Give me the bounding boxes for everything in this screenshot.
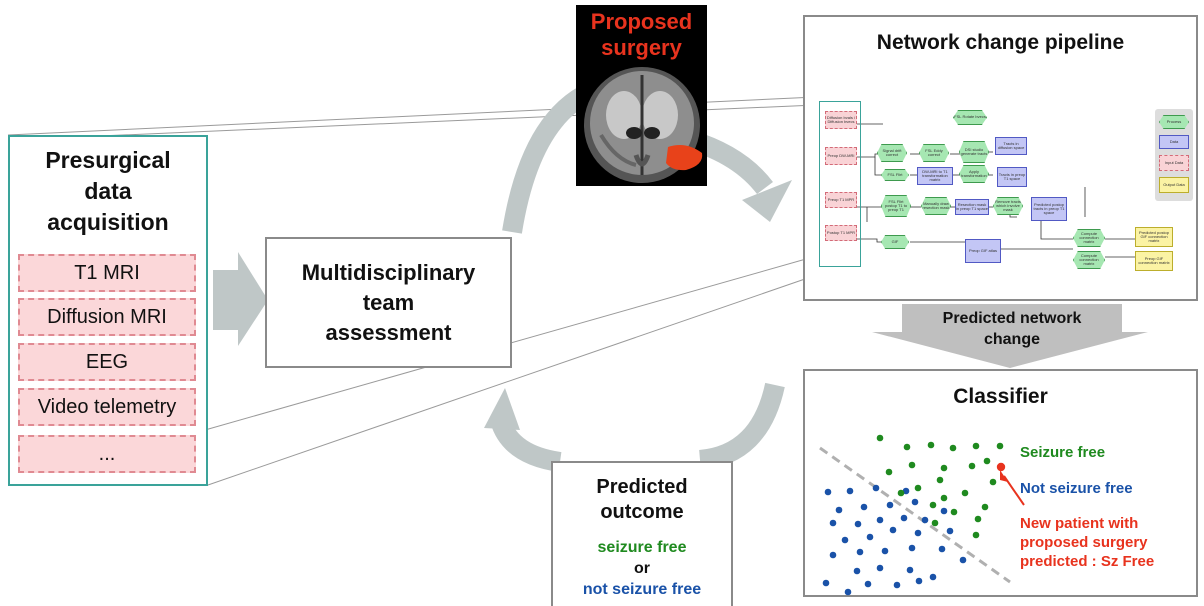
curved-arrow-bottom-right: [698, 382, 785, 470]
pipeline-data: Preop GIF atlas: [965, 239, 1001, 263]
pipeline-legend: Process Data Input Data Output Data: [1155, 109, 1193, 201]
outcome-title-line: outcome: [600, 501, 684, 523]
pipeline-process: FSL Flirt: [881, 169, 909, 181]
surgery-label: Proposed surgery: [576, 9, 707, 61]
curved-arrow-bottom-head: [484, 388, 520, 430]
pipeline-process: GIF: [881, 235, 909, 249]
legend-seizure-free: Seizure free: [1020, 444, 1106, 461]
pipeline-output: Predicted postop GIF connection matrix: [1135, 227, 1173, 247]
zoom-line: [204, 254, 821, 431]
pipeline-process: Compute connection matrix: [1073, 229, 1105, 247]
surgery-label-line: Proposed: [590, 9, 693, 34]
legend-new-patient-line: New patient with: [1020, 515, 1139, 532]
network-change-label-line: change: [983, 331, 1040, 348]
input-item-eeg: EEG: [18, 343, 196, 381]
pipeline-process: Remove tracts which involve mask: [993, 197, 1023, 215]
legend-output: Output Data: [1159, 177, 1189, 193]
input-item-t1-mri: T1 MRI: [18, 254, 196, 292]
pipeline-input: Diffusion bvals / Diffusion bvecs: [825, 111, 857, 129]
right-arrow: [213, 252, 268, 346]
pipeline-box: Network change pipeline Diffusion bvals …: [803, 15, 1198, 301]
pipeline-process: DSI studio generate tracts: [959, 141, 989, 163]
pipeline-data: Predicted postop tracts in preop T1 spac…: [1031, 197, 1067, 221]
outcome-options: seizure free or not seizure free: [553, 537, 731, 600]
pipeline-data: DW-MRI to T1 transformation matrix: [917, 167, 953, 185]
pipeline-flowchart: Diffusion bvals / Diffusion bvecs Preop …: [805, 17, 1196, 299]
inputs-highlight: [819, 101, 861, 267]
outcome-or: or: [634, 560, 650, 577]
pipeline-process: Manually draw resection mask: [921, 197, 951, 215]
presurgical-title: Presurgical data acquisition: [10, 145, 206, 238]
pipeline-data: Tracts in diffusion space: [995, 137, 1027, 155]
legend-process: Process: [1159, 115, 1189, 129]
presurgical-box: Presurgical data acquisition T1 MRI Diff…: [8, 135, 208, 486]
pipeline-data: Tracts in preop T1 space: [997, 167, 1027, 187]
network-change-label-line: Predicted network: [942, 310, 1082, 327]
pipeline-process: Apply transformation: [959, 165, 989, 183]
network-change-label: Predicted network change: [900, 308, 1124, 350]
pipeline-process: FSL Flirt postop T1 to preop T1: [881, 195, 911, 217]
outcome-not-seizure-free: not seizure free: [582, 581, 702, 598]
surgery-label-line: surgery: [601, 35, 682, 60]
legend-input: Input Data: [1159, 155, 1189, 171]
pipeline-output: Preop GIF connection matrix: [1135, 251, 1173, 271]
pipeline-title: Network change pipeline: [876, 31, 1125, 54]
legend-not-seizure-free: Not seizure free: [1020, 480, 1133, 497]
down-arrow: [872, 304, 1148, 368]
pipeline-edges: [857, 123, 1135, 258]
outcome-box: Predicted outcome seizure free or not se…: [551, 461, 733, 606]
legend-new-patient-line: proposed surgery: [1020, 534, 1148, 551]
mdt-title: Multidisciplinary team assessment: [302, 258, 476, 348]
presurgical-title-line: data: [84, 178, 132, 204]
classifier-title: Classifier: [953, 385, 1048, 408]
pipeline-process: FSL Eddy correct: [919, 144, 949, 162]
legend-new-patient: New patient with proposed surgery predic…: [1020, 514, 1154, 571]
zoom-line: [207, 259, 861, 486]
outcome-seizure-free: seizure free: [597, 539, 687, 556]
pipeline-input: Postop T1 MPR: [825, 225, 857, 241]
input-item-video-telemetry: Video telemetry: [18, 388, 196, 426]
legend-new-patient-line: predicted : Sz Free: [1020, 553, 1155, 570]
pipeline-input: Preop DW-MRI: [825, 147, 857, 165]
outcome-title-line: Predicted: [596, 476, 688, 498]
pipeline-process: Signal drift correct: [877, 144, 907, 162]
input-item-more: ...: [18, 435, 196, 473]
pipeline-input: Preop T1 MPR: [825, 192, 857, 208]
mdt-title-line: assessment: [325, 319, 452, 345]
mdt-title-line: team: [362, 289, 415, 315]
curved-arrow-head: [742, 180, 792, 222]
presurgical-title-line: Presurgical: [45, 147, 171, 173]
input-item-diffusion-mri: Diffusion MRI: [18, 298, 196, 336]
mdt-box: Multidisciplinary team assessment: [265, 237, 512, 368]
presurgical-title-line: acquisition: [47, 209, 169, 235]
pipeline-process: Compute connection matrix: [1073, 251, 1105, 269]
pipeline-process: FSL Rotate bvecs: [953, 110, 987, 125]
pipeline-data: Resection mask in preop T1 space: [955, 199, 989, 215]
outcome-title: Predicted outcome: [553, 475, 731, 525]
surgery-mri-image: Proposed surgery: [576, 5, 707, 186]
mdt-title-line: Multidisciplinary: [301, 259, 476, 285]
legend-data: Data: [1159, 135, 1189, 149]
brain-scan: [584, 67, 703, 183]
